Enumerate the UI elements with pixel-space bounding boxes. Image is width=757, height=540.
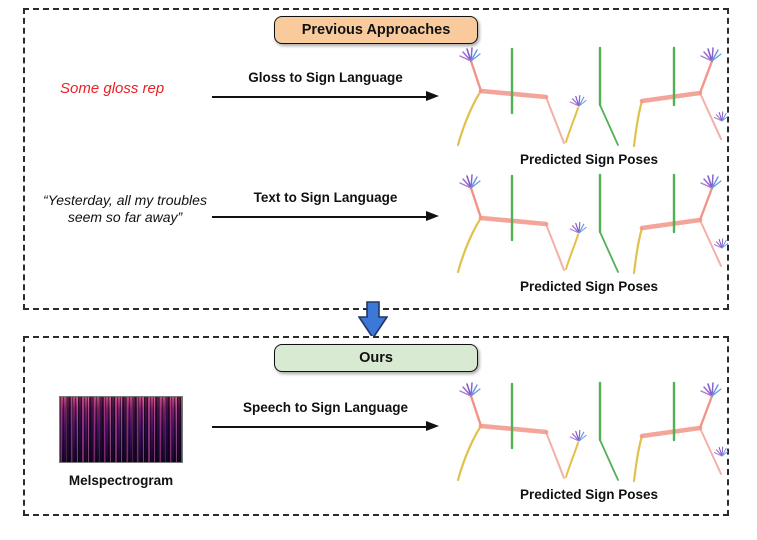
down-arrow-shape	[357, 301, 389, 340]
text-arrow-label: Text to Sign Language	[253, 190, 398, 205]
predicted-sign-poses-graphic	[450, 45, 728, 150]
predicted-sign-poses-graphic	[450, 172, 728, 277]
gloss-arrow	[212, 91, 439, 101]
predicted-sign-poses-label: Predicted Sign Poses	[519, 152, 659, 167]
predicted-sign-poses-graphic	[450, 380, 728, 485]
speech-arrow-block: Speech to Sign Language	[212, 400, 439, 431]
gloss-output-block: Predicted Sign Poses	[450, 45, 728, 167]
speech-arrow-label: Speech to Sign Language	[242, 400, 409, 415]
text-arrow-block: Text to Sign Language	[212, 190, 439, 221]
ours-header: Ours	[274, 344, 478, 372]
ours-title: Ours	[359, 350, 393, 366]
text-arrow	[212, 211, 439, 221]
speech-output-block: Predicted Sign Poses	[450, 380, 728, 502]
predicted-sign-poses-label: Predicted Sign Poses	[519, 487, 659, 502]
gloss-arrow-block: Gloss to Sign Language	[212, 70, 439, 101]
gloss-input-text: Some gloss rep	[60, 80, 165, 97]
gloss-arrow-label: Gloss to Sign Language	[248, 70, 403, 85]
ours-panel: Ours Melspectrogram Speech to Sign Langu…	[23, 336, 729, 516]
down-arrow-icon	[357, 301, 389, 340]
melspectrogram-image	[59, 396, 183, 463]
speech-arrow	[212, 421, 439, 431]
previous-approaches-header: Previous Approaches	[274, 16, 478, 44]
melspectrogram-label: Melspectrogram	[68, 473, 174, 488]
melspectrogram-block: Melspectrogram	[59, 396, 183, 488]
transition-down-arrow	[357, 301, 389, 340]
text-output-block: Predicted Sign Poses	[450, 172, 728, 294]
previous-approaches-panel: Previous Approaches Some gloss rep Gloss…	[23, 8, 729, 310]
predicted-sign-poses-label: Predicted Sign Poses	[519, 279, 659, 294]
previous-approaches-title: Previous Approaches	[301, 22, 451, 38]
text-input-quote: “Yesterday, all my troubles seem so far …	[43, 192, 207, 225]
